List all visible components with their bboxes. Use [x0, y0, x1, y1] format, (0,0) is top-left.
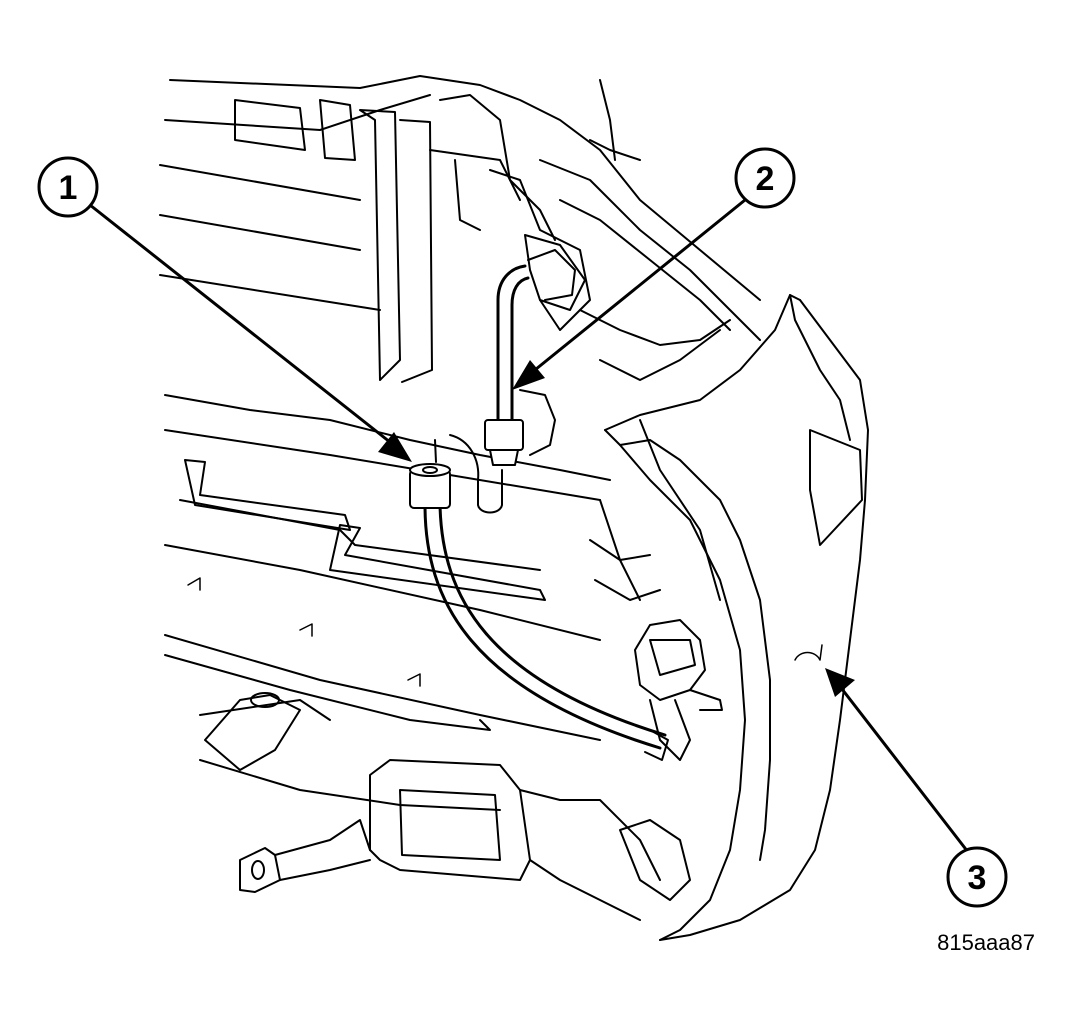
lower-grille — [164, 394, 611, 811]
callout-number-2: 2 — [756, 160, 775, 198]
arrow-head-1 — [378, 432, 412, 462]
callout-2: 2 — [734, 147, 796, 209]
bumper-fascia — [589, 294, 869, 941]
nozzle-connector — [484, 249, 576, 466]
callout-number-3: 3 — [968, 859, 987, 897]
callout-number-1: 1 — [59, 169, 78, 207]
figure-id: 815aaa87 — [937, 930, 1035, 955]
callout-circle-2 — [734, 147, 796, 209]
lamp-clip — [634, 619, 723, 761]
callout-arrows — [88, 198, 970, 854]
arrow-head-2 — [512, 360, 545, 390]
lower-bracket — [239, 759, 691, 921]
arrow-head-3 — [825, 668, 855, 697]
washer-hose — [409, 434, 669, 761]
callout-3: 3 — [946, 846, 1008, 908]
radiator-support — [159, 75, 761, 383]
callout-1: 1 — [37, 156, 99, 218]
callout-circle-1 — [37, 156, 99, 218]
callout-circle-3 — [946, 846, 1008, 908]
